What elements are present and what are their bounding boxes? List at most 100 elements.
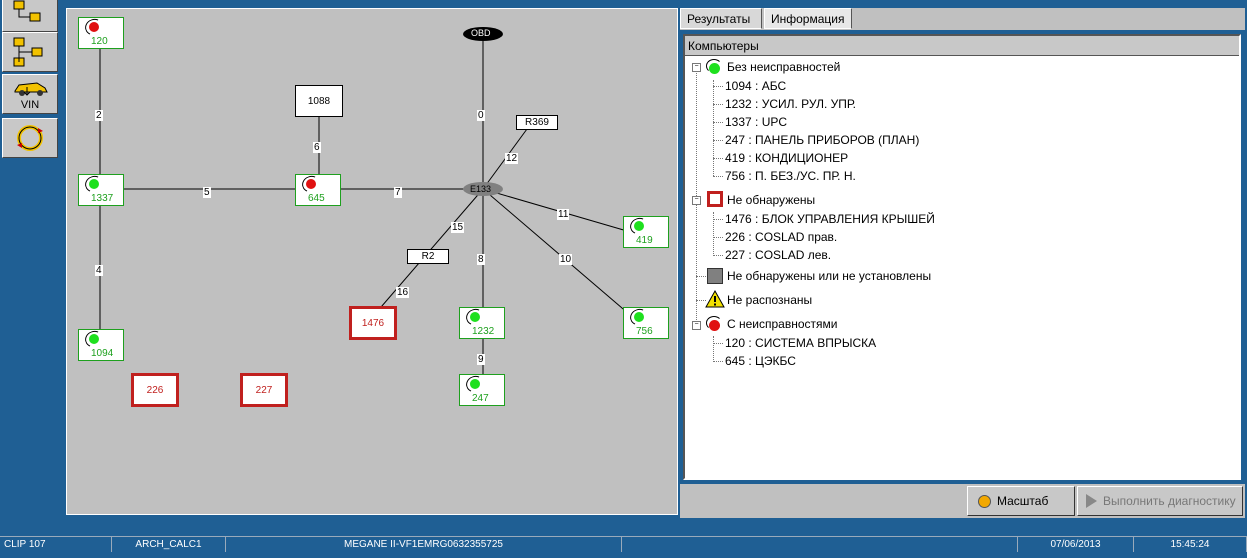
scale-icon: [978, 494, 991, 508]
tool-button-vin[interactable]: VIN: [2, 74, 58, 114]
group-label-faults[interactable]: С неисправностями: [727, 317, 838, 331]
tree-line: [713, 255, 723, 256]
not-installed-icon: [707, 268, 723, 284]
edge-label: 12: [505, 153, 519, 164]
box-1088[interactable]: 1088: [295, 85, 343, 117]
red-led-icon: [306, 179, 316, 189]
tree-line: [696, 276, 706, 277]
tree-line: [713, 343, 723, 344]
ecu-node-ok[interactable]: 419: [623, 215, 669, 248]
box-r369[interactable]: R369: [516, 115, 558, 130]
group-label-not-installed[interactable]: Не обнаружены или не установлены: [727, 269, 932, 283]
tree-item[interactable]: 1337 : UPC: [725, 115, 788, 129]
network-lines: [99, 27, 630, 394]
tree-line: [713, 158, 723, 159]
expander-collapse-ok[interactable]: −: [692, 63, 701, 72]
ecu-node-not-found[interactable]: 226: [131, 373, 179, 407]
edge-label: 8: [477, 254, 485, 265]
play-icon: [1086, 494, 1097, 508]
tree-line: [713, 86, 723, 87]
edge-label: 16: [396, 287, 410, 298]
group-label-unknown[interactable]: Не распознаны: [727, 293, 813, 307]
tab-information[interactable]: Информация: [764, 8, 852, 29]
group-label-not-found[interactable]: Не обнаружены: [727, 193, 816, 207]
green-led-icon: [706, 59, 722, 75]
ecu-node-ok[interactable]: 1094: [78, 328, 124, 361]
scale-button[interactable]: Масштаб: [967, 486, 1075, 516]
tree-item[interactable]: 1476 : БЛОК УПРАВЛЕНИЯ КРЫШЕЙ: [725, 212, 935, 226]
tree-line: [713, 336, 714, 362]
not-found-icon: [707, 191, 723, 207]
tree-item[interactable]: 1232 : УСИЛ. РУЛ. УПР.: [725, 97, 856, 111]
tool-button-network[interactable]: [2, 0, 58, 32]
network-map: OBD E133 2 4 5 6 7 0 8 9 12 11 10 15 16 …: [66, 8, 678, 515]
tree-item[interactable]: 419 : КОНДИЦИОНЕР: [725, 151, 849, 165]
left-toolbar: VIN: [0, 0, 62, 520]
ecu-node-not-found[interactable]: 227: [240, 373, 288, 407]
green-led-icon: [634, 312, 644, 322]
edge-label: 7: [394, 187, 402, 198]
green-led-icon: [89, 179, 99, 189]
expander-collapse-faults[interactable]: −: [692, 321, 701, 330]
edge-label: 9: [477, 354, 485, 365]
tree-line: [713, 104, 723, 105]
ecu-node-not-found[interactable]: 1476: [349, 306, 397, 340]
car-icon: [14, 82, 48, 96]
green-led-icon: [634, 221, 644, 231]
tree-line: [713, 80, 714, 176]
vin-label: VIN: [20, 99, 40, 111]
red-led-icon: [706, 316, 722, 332]
tool-button-cycle[interactable]: [2, 118, 58, 158]
edge-label: 2: [95, 110, 103, 121]
tree-item[interactable]: 1094 : АБС: [725, 79, 787, 93]
tab-bar: Результаты Информация: [680, 8, 1245, 30]
button-bar: Масштаб Выполнить диагностику: [680, 484, 1245, 518]
status-empty: [622, 537, 1018, 552]
tree-line: [713, 361, 723, 362]
ecu-node-ok[interactable]: 247: [459, 373, 505, 406]
tree-line: [713, 122, 723, 123]
edge-label: 5: [203, 187, 211, 198]
green-led-icon: [89, 334, 99, 344]
status-clip: CLIP 107: [0, 537, 112, 552]
tree-item[interactable]: 120 : СИСТЕМА ВПРЫСКА: [725, 336, 877, 350]
tree-item[interactable]: 645 : ЦЭКБС: [725, 354, 796, 368]
tree-line: [696, 300, 706, 301]
ecu-node-fault[interactable]: 120: [78, 16, 124, 49]
red-led-icon: [89, 22, 99, 32]
ecu-node-ok[interactable]: 1232: [459, 306, 505, 339]
tab-results[interactable]: Результаты: [680, 8, 762, 29]
tree-item[interactable]: 227 : COSLAD лев.: [725, 248, 832, 262]
group-label-ok[interactable]: Без неисправностей: [727, 60, 841, 74]
status-bar: CLIP 107 ARCH_CALC1 MEGANE II-VF1EMRG063…: [0, 536, 1247, 553]
tool-button-tree[interactable]: [2, 32, 58, 72]
status-time: 15:45:24: [1134, 537, 1247, 552]
expander-collapse-not-found[interactable]: −: [692, 196, 701, 205]
green-led-icon: [470, 312, 480, 322]
edge-label: 6: [313, 142, 321, 153]
edge-label: 4: [95, 265, 103, 276]
status-calc: ARCH_CALC1: [112, 537, 226, 552]
edge-label: 15: [451, 222, 465, 233]
run-diagnostics-button[interactable]: Выполнить диагностику: [1077, 486, 1243, 516]
tree-item[interactable]: 226 : COSLAD прав.: [725, 230, 838, 244]
ecu-node-ok[interactable]: 756: [623, 306, 669, 339]
box-r2[interactable]: R2: [407, 249, 449, 264]
tree-header[interactable]: Компьютеры: [685, 36, 1239, 56]
tree-line: [713, 237, 723, 238]
status-date: 07/06/2013: [1018, 537, 1134, 552]
tree-item[interactable]: 756 : П. БЕЗ./УС. ПР. Н.: [725, 169, 856, 183]
status-vehicle: MEGANE II-VF1EMRG0632355725: [226, 537, 622, 552]
tree-item[interactable]: 247 : ПАНЕЛЬ ПРИБОРОВ (ПЛАН): [725, 133, 920, 147]
tree-line: [713, 176, 723, 177]
tree-line: [713, 212, 714, 256]
tree-line: [713, 140, 723, 141]
hub-label[interactable]: E133: [470, 184, 492, 194]
computers-tree: Компьютеры − Без неисправностей 1094 : А…: [683, 34, 1241, 480]
warning-icon: [705, 290, 725, 308]
green-led-icon: [470, 379, 480, 389]
ecu-node-fault[interactable]: 645: [295, 173, 341, 206]
ecu-node-ok[interactable]: 1337: [78, 173, 124, 206]
tree-icon: [13, 37, 43, 67]
tree-line: [713, 219, 723, 220]
